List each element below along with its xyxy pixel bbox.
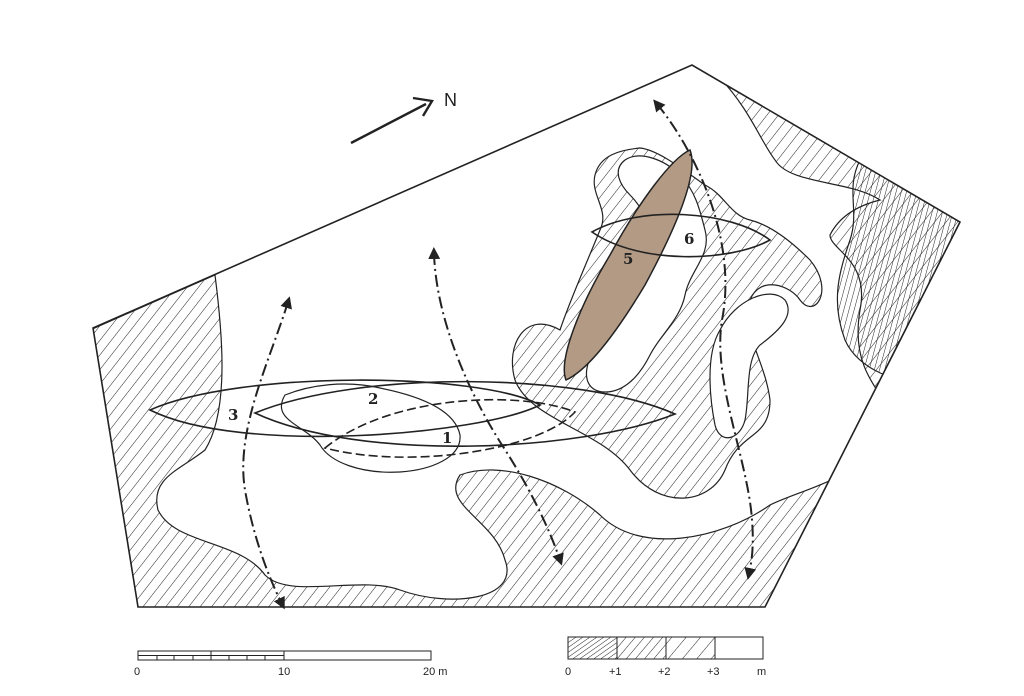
pit-label-3: 3 [228, 406, 238, 424]
legend-class-0-1 [567, 636, 618, 660]
pit-label-2: 2 [368, 390, 378, 408]
elevation-legend [567, 636, 764, 660]
legend-class-3-plus [714, 636, 764, 660]
north-label: N [444, 90, 457, 110]
zone-dense-hatch [836, 159, 960, 382]
elevation-zones [93, 65, 960, 607]
pit-1-outline [323, 398, 577, 458]
legend-class-1-2 [616, 636, 667, 660]
flow-lines [242, 99, 757, 610]
scale-tick-20: 20 m [423, 666, 447, 678]
distance-scale-bar [137, 650, 432, 661]
flow-line-east [653, 99, 757, 580]
flow-line-west [242, 296, 292, 610]
scale-tick-0: 0 [134, 666, 140, 678]
pit-label-5: 5 [623, 250, 633, 268]
north-arrow: N [350, 90, 457, 145]
legend-tick-0: 0 [565, 666, 571, 678]
scale-tick-10: 10 [278, 666, 290, 678]
site-boundary [92, 64, 962, 608]
legend-tick-2: +2 [658, 666, 671, 678]
north-arrow-icon [350, 102, 427, 145]
legend-tick-unit: m [757, 666, 766, 678]
legend-tick-1: +1 [609, 666, 622, 678]
pit-6-outline [590, 213, 772, 258]
flow-line-center [428, 247, 564, 566]
legend-tick-3: +3 [707, 666, 720, 678]
pit-label-6: 6 [684, 230, 694, 248]
north-arrow-head-icon [412, 96, 434, 117]
legend-class-2-3 [665, 636, 716, 660]
pit-label-1: 1 [442, 429, 452, 447]
